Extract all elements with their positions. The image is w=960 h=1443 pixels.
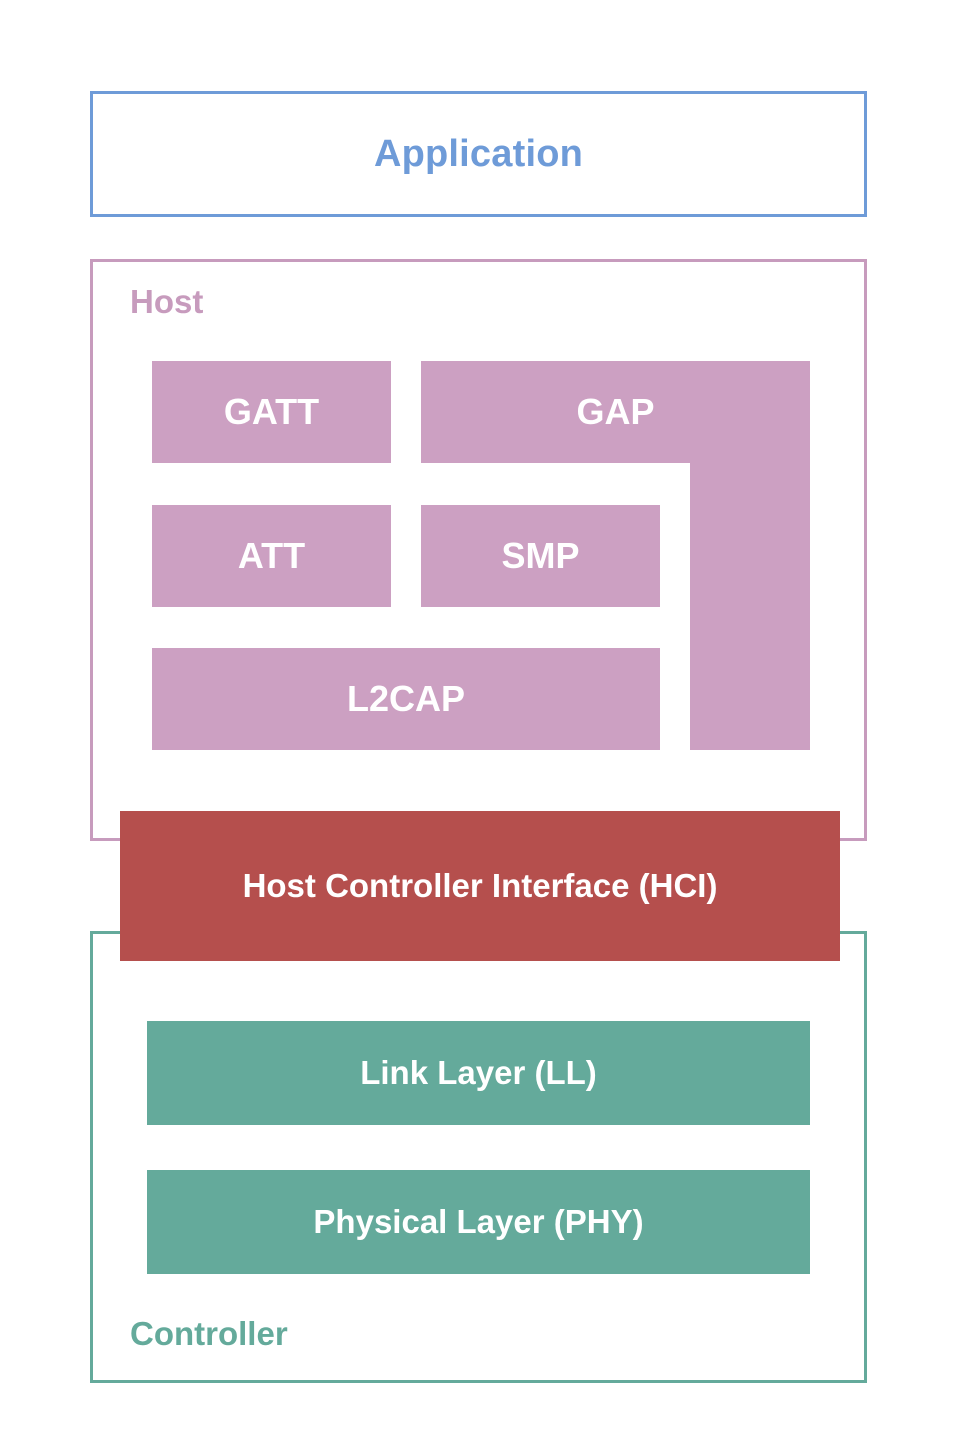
host-block-gatt: GATT xyxy=(152,361,391,463)
controller-block-physical-layer-label: Physical Layer (PHY) xyxy=(313,1202,644,1240)
controller-section-title: Controller xyxy=(130,1315,288,1352)
host-section-title: Host xyxy=(130,283,204,320)
host-block-l2cap-label: L2CAP xyxy=(346,678,466,720)
host-block-att: ATT xyxy=(152,505,391,607)
host-block-smp-label: SMP xyxy=(501,535,580,577)
host-block-gap-extension-column xyxy=(690,463,810,750)
host-controller-interface-label: Host Controller Interface (HCI) xyxy=(242,866,718,904)
host-block-l2cap: L2CAP xyxy=(152,648,660,750)
application-layer-box: Application xyxy=(90,91,867,217)
host-block-att-label: ATT xyxy=(237,535,306,577)
controller-block-link-layer: Link Layer (LL) xyxy=(147,1021,810,1125)
controller-block-link-layer-label: Link Layer (LL) xyxy=(360,1053,597,1091)
host-block-gap: GAP xyxy=(421,361,810,463)
controller-block-physical-layer: Physical Layer (PHY) xyxy=(147,1170,810,1274)
host-block-gap-label: GAP xyxy=(576,391,655,433)
host-block-gatt-label: GATT xyxy=(223,391,320,433)
application-label: Application xyxy=(373,132,584,175)
host-controller-interface-bar: Host Controller Interface (HCI) xyxy=(120,811,840,961)
host-block-smp: SMP xyxy=(421,505,660,607)
